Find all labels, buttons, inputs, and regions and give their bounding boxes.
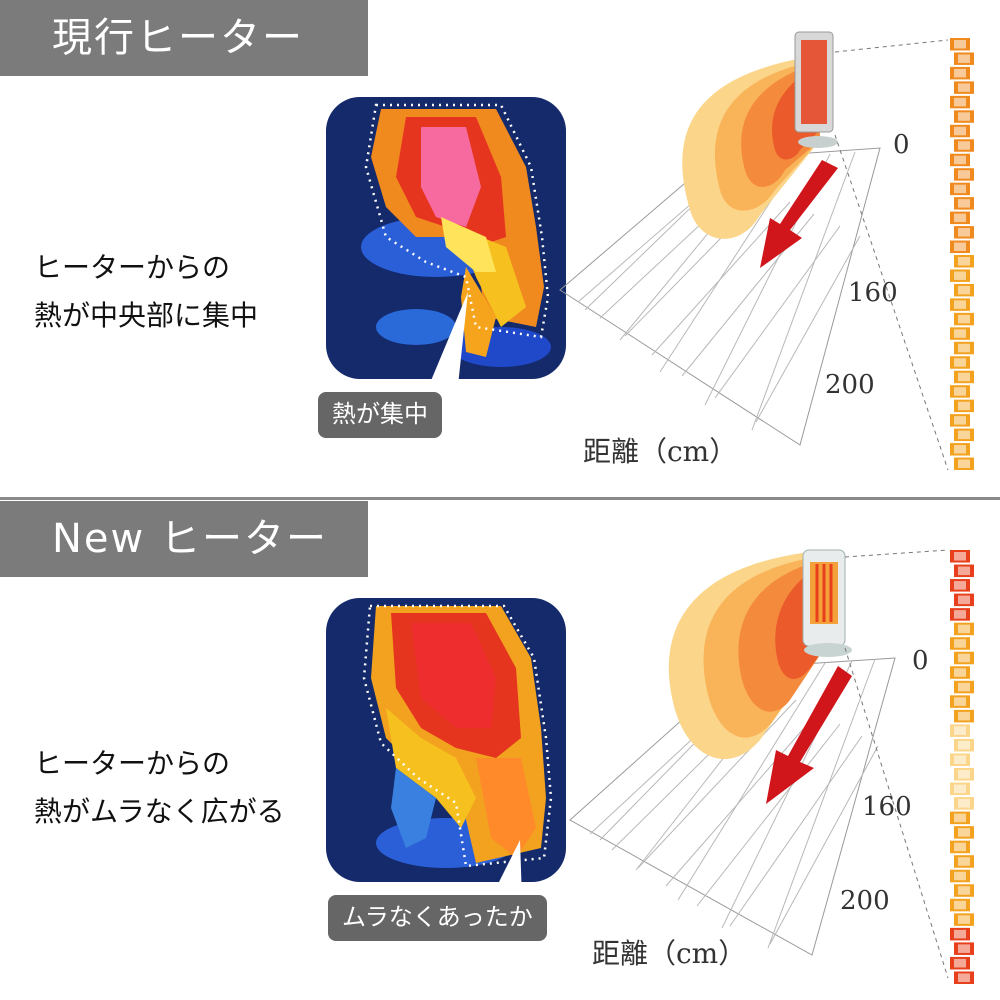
heat-bar-segment-highlight xyxy=(954,581,966,590)
heat-bar-segment-highlight xyxy=(958,228,970,237)
distance-label-0: 0 xyxy=(912,646,929,676)
heater-icon xyxy=(802,549,852,657)
heat-bar-segment-highlight xyxy=(958,285,970,295)
new-heater-panel: New ヒーター ヒーターからの 熱がムラなく広がる ムラなくあったか xyxy=(0,500,1000,1000)
heat-bar-segment-highlight xyxy=(958,401,970,411)
heat-bar-segment-highlight xyxy=(958,566,970,576)
heat-bar-segment-highlight xyxy=(954,697,966,706)
heat-bar-segment-highlight xyxy=(958,595,970,605)
heat-bar-segment-highlight xyxy=(954,900,966,910)
heat-bar-segment-highlight xyxy=(954,610,966,619)
description-line-2: 熱がムラなく広がる xyxy=(34,795,285,828)
distance-label-200: 200 xyxy=(825,370,875,400)
heat-bar-segment-highlight xyxy=(958,459,970,468)
axis-label-distance: 距離（cm） xyxy=(592,937,747,970)
heat-bar-segment-highlight xyxy=(954,329,966,338)
callout-pointer-new xyxy=(490,840,522,900)
heat-bar-segment-highlight xyxy=(954,668,966,677)
heat-bar-segment-highlight xyxy=(954,755,966,764)
heat-bar-segment-highlight xyxy=(958,343,970,353)
thermal-image-new xyxy=(326,598,566,882)
distance-label-200: 200 xyxy=(840,886,890,916)
heat-bar-segment-highlight xyxy=(954,126,966,136)
section-title-current: 現行ヒーター xyxy=(0,0,368,76)
heat-bar-segment-highlight xyxy=(958,740,970,750)
heat-bar-segment-highlight xyxy=(954,929,966,939)
description-current: ヒーターからの 熱が中央部に集中 xyxy=(34,244,258,340)
heater-icon xyxy=(794,31,838,148)
heat-bar-segment-highlight xyxy=(954,445,966,454)
heat-bar-segment-highlight xyxy=(954,552,966,561)
heat-bar-segment-highlight xyxy=(954,871,966,881)
heat-bar-segment-highlight xyxy=(958,170,970,179)
description-new: ヒーターからの 熱がムラなく広がる xyxy=(34,740,285,836)
heat-distribution-scene-current xyxy=(559,31,974,471)
heat-arrow-icon xyxy=(760,160,838,268)
heat-bar-segment-highlight xyxy=(958,828,970,837)
heat-bar-segment-highlight xyxy=(958,653,970,663)
heat-bar-segment-highlight xyxy=(958,915,970,924)
current-heater-panel: 現行ヒーター ヒーターからの 熱が中央部に集中 熱が集中 xyxy=(0,0,1000,500)
heat-bar-segment-highlight xyxy=(958,886,970,895)
heat-bar-segment-highlight xyxy=(954,784,966,794)
heat-bar-segment-highlight xyxy=(958,711,970,721)
heat-bar-segment-highlight xyxy=(958,372,970,382)
heat-bar-segment-highlight xyxy=(954,416,966,425)
heat-bar-segment-highlight xyxy=(954,97,966,107)
distance-label-160: 160 xyxy=(848,278,898,308)
heat-bar-segment-highlight xyxy=(954,40,966,49)
axis-label-distance: 距離（cm） xyxy=(583,435,738,468)
section-title-new: New ヒーター xyxy=(0,501,368,577)
thermal-image-current xyxy=(326,97,566,379)
heat-bar-segment-highlight xyxy=(954,155,966,165)
heat-bar-segment-highlight xyxy=(954,813,966,823)
distance-label-160: 160 xyxy=(862,792,912,822)
heat-bar-segment-highlight xyxy=(958,141,970,150)
heat-bar-segment-highlight xyxy=(958,199,970,208)
heat-bar-segment-highlight xyxy=(958,857,970,866)
heat-distribution-scene-new xyxy=(569,549,974,984)
callout-new: ムラなくあったか xyxy=(328,895,547,941)
heat-bar-segment-highlight xyxy=(958,257,970,266)
heat-bar-segment-highlight xyxy=(958,799,970,808)
heat-bar-segment-highlight xyxy=(958,944,970,953)
heat-bar-icon xyxy=(950,550,974,984)
heat-bar-segment-highlight xyxy=(958,430,970,440)
heat-bar-segment-highlight xyxy=(954,242,966,251)
heat-bar-segment-highlight xyxy=(958,682,970,692)
heat-bar-segment-highlight xyxy=(954,958,966,968)
heat-bar-segment-highlight xyxy=(954,358,966,367)
heat-bar-segment-highlight xyxy=(954,184,966,194)
heat-bar-segment-highlight xyxy=(958,624,970,634)
heat-bar-segment-highlight xyxy=(954,726,966,735)
heat-bar-segment-highlight xyxy=(954,639,966,648)
description-line-2: 熱が中央部に集中 xyxy=(34,299,259,332)
callout-pointer-current xyxy=(0,0,1000,500)
heat-bar-segment-highlight xyxy=(958,973,970,982)
description-line-1: ヒーターからの xyxy=(34,747,231,780)
panel-divider xyxy=(0,497,1000,500)
heat-arrow-icon xyxy=(766,666,852,804)
heat-bar-segment-highlight xyxy=(958,314,970,324)
heat-bar-segment-highlight xyxy=(954,271,966,280)
description-line-1: ヒーターからの xyxy=(34,251,231,284)
heat-bar-segment-highlight xyxy=(954,842,966,852)
heat-bar-segment-highlight xyxy=(958,83,970,92)
heat-bar-segment-highlight xyxy=(958,54,970,63)
heat-bar-segment-highlight xyxy=(954,68,966,78)
distance-label-0: 0 xyxy=(893,130,910,160)
heat-bar-segment-highlight xyxy=(958,112,970,121)
heat-bar-segment-highlight xyxy=(954,387,966,396)
heat-bar-segment-highlight xyxy=(954,300,966,309)
heat-bar-icon xyxy=(950,38,974,470)
heat-bar-segment-highlight xyxy=(954,213,966,223)
heat-bar-segment-highlight xyxy=(958,770,970,779)
callout-current: 熱が集中 xyxy=(318,392,442,438)
